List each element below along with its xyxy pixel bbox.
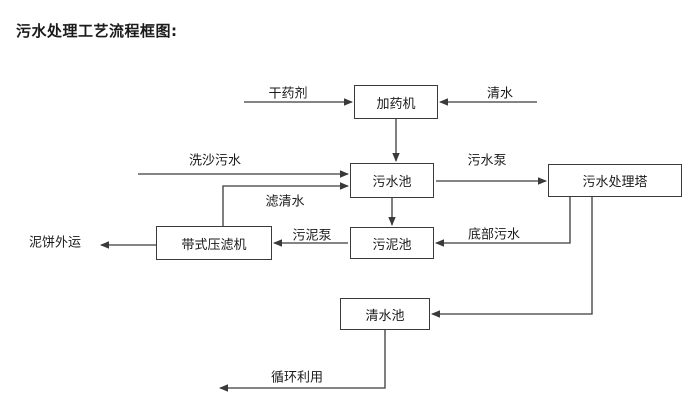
node-belt-filter-press[interactable]: 带式压滤机 [156,226,272,260]
edge-bottom-sewage-to-sludge-pool [435,197,571,247]
node-treatment-tower[interactable]: 污水处理塔 [548,164,682,197]
edge-label-sand-washing-sewage: 洗沙污水 [188,153,242,169]
edge-label-recycle-use: 循环利用 [270,370,324,386]
node-sewage-pool[interactable]: 污水池 [350,163,434,198]
edge-tower-to-clear-water-pool [431,197,593,318]
edge-label-dry-reagent: 干药剂 [268,86,308,102]
node-label: 清水池 [365,308,405,324]
node-label: 污泥池 [372,237,412,253]
edge-clear-water-recycle [219,330,386,392]
node-sludge-pool[interactable]: 污泥池 [350,227,434,259]
node-label: 污水处理塔 [582,175,648,190]
node-dosing-machine[interactable]: 加药机 [354,85,438,119]
edge-label-sewage-pump: 污水泵 [467,153,507,169]
terminal-label-mud-cake-transport: 泥饼外运 [28,235,82,251]
edge-label-clean-water: 清水 [486,86,514,102]
edge-label-sludge-pump: 污泥泵 [292,228,332,244]
node-label: 带式压滤机 [181,237,247,253]
edge-filtrate-to-sewage-pool [222,182,349,226]
edge-label-bottom-sewage: 底部污水 [467,227,521,243]
edge-label-filtered-water: 滤清水 [265,194,305,210]
node-clear-water-pool[interactable]: 清水池 [340,298,430,330]
page-title: 污水处理工艺流程框图: [16,22,178,40]
node-label: 污水池 [372,175,412,190]
node-label: 加药机 [376,96,416,112]
